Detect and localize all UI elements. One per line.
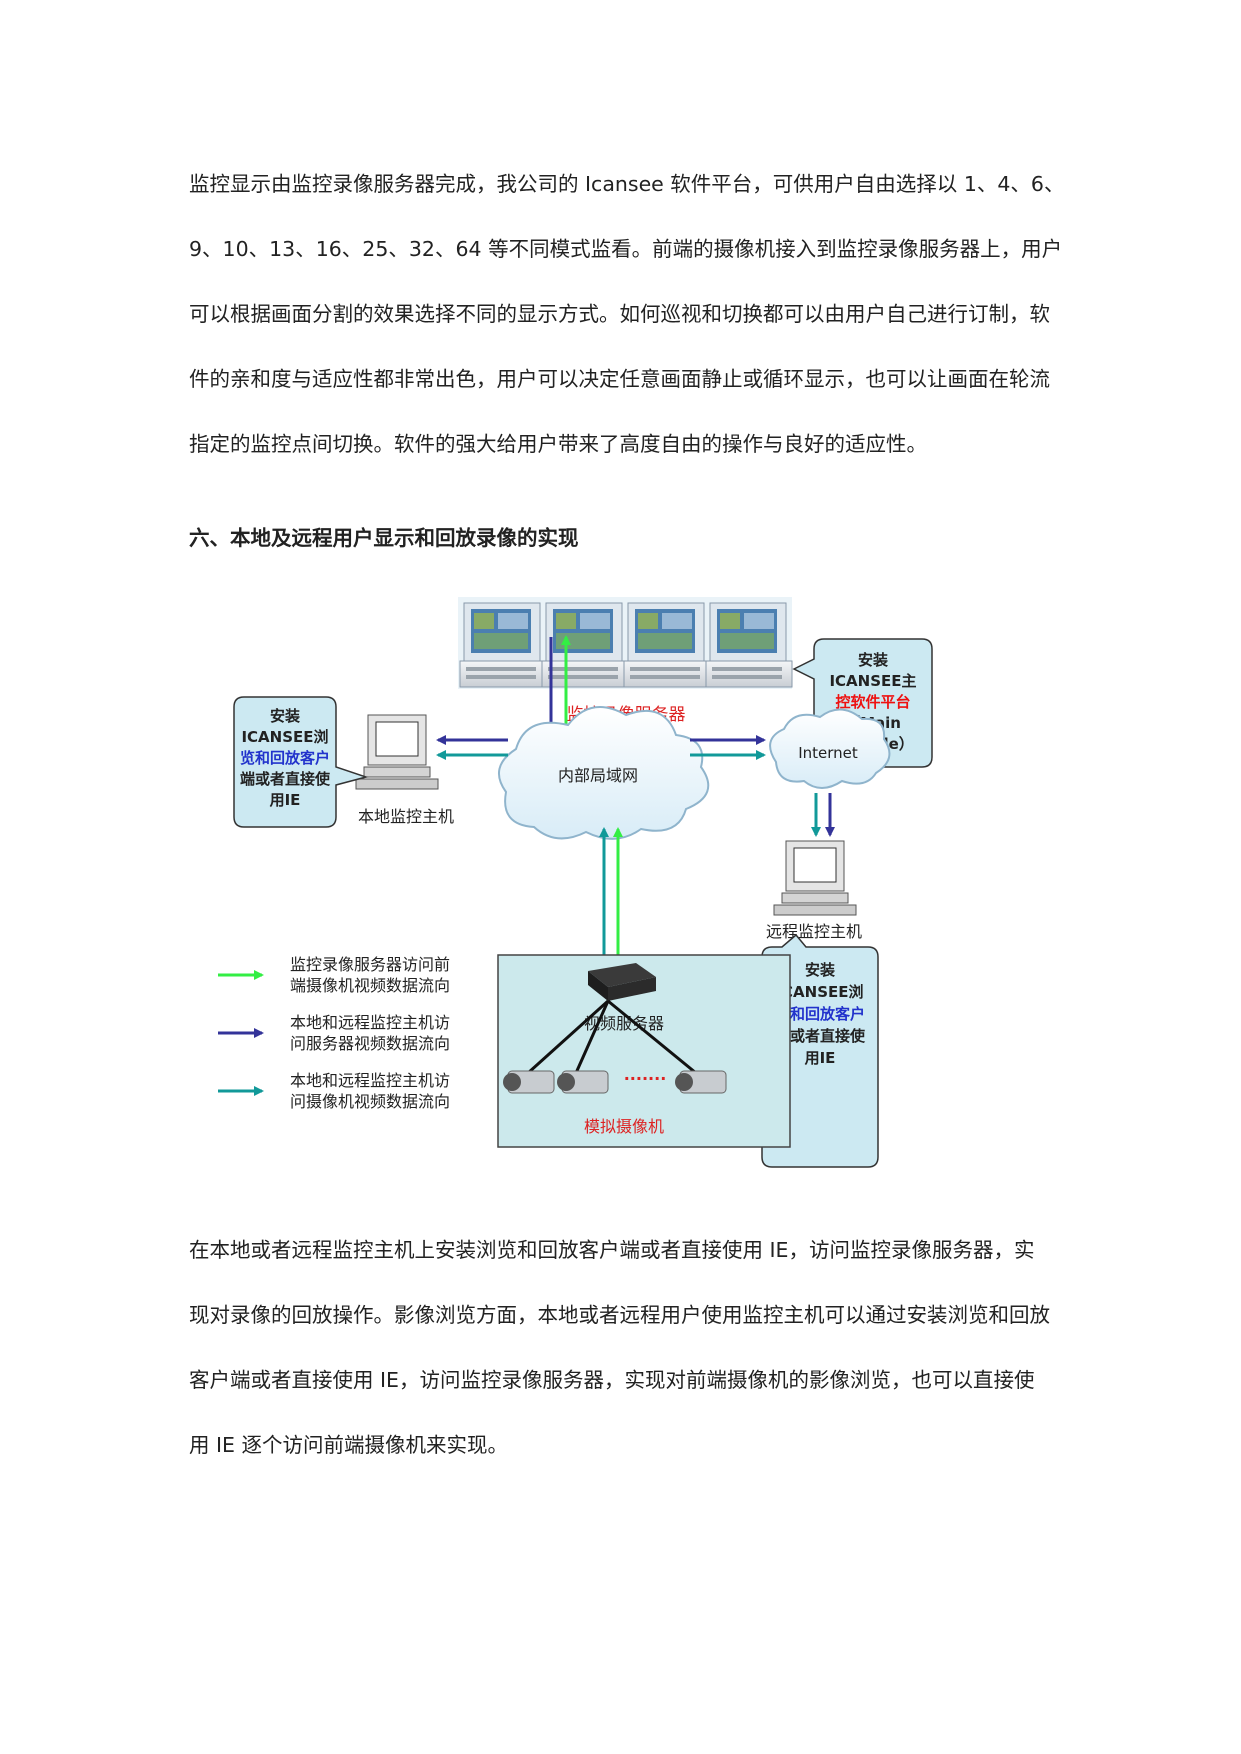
cable-line (574, 1000, 610, 1074)
video-server-label: 视频服务器 (584, 1014, 664, 1033)
local-client-bubble: 安装 ICANSEE浏 览和回放客户 端或者直接使 用IE (233, 696, 369, 828)
camera-icon (557, 1070, 609, 1094)
outro-paragraph: 在本地或者远程监控主机上安装浏览和回放客户端或者直接使用 IE，访问监控录像服务… (189, 1218, 1064, 1478)
intro-line: 监控显示由监控录像服务器完成，我公司的 Icansee 软件平台，可供用户自由选… (189, 172, 1065, 196)
bubble-line: 用IE (270, 791, 301, 809)
server-unit (705, 602, 793, 688)
outro-line: 用 IE 逐个访问前端摄像机来实现。 (189, 1433, 509, 1457)
lan-label: 内部局域网 (558, 766, 638, 785)
server-unit (623, 602, 711, 688)
internet-cloud: Internet (769, 708, 891, 789)
bubble-line: 安装 (805, 961, 836, 979)
local-host-computer (355, 714, 439, 790)
cable-line (607, 999, 697, 1075)
camera-label: 模拟摄像机 (584, 1117, 664, 1136)
camera-panel: 视频服务器 ······· 模拟摄像机 (497, 954, 791, 1148)
intro-line: 指定的监控点间切换。软件的强大给用户带来了高度自由的操作与良好的适应性。 (189, 432, 927, 456)
remote-client-bubble: 安装 ICANSEE浏 览和回放客户 端或者直接使 用IE (761, 933, 879, 1168)
legend-text: 本地和远程监控主机访 (290, 1013, 450, 1032)
outro-line: 在本地或者远程监控主机上安装浏览和回放客户端或者直接使用 IE，访问监控录像服务… (189, 1238, 1035, 1262)
legend-text: 问摄像机视频数据流向 (290, 1092, 450, 1111)
intro-line: 可以根据画面分割的效果选择不同的显示方式。如何巡视和切换都可以由用户自己进行订制… (189, 302, 1050, 326)
legend: 监控录像服务器访问前 端摄像机视频数据流向 本地和远程监控主机访 问服务器视频数… (218, 955, 450, 1111)
bubble-line: 安装 (858, 651, 889, 669)
bubble-line: 用IE (805, 1049, 836, 1067)
cable-line (526, 999, 610, 1075)
video-server-device (588, 963, 656, 1001)
intro-paragraph: 监控显示由监控录像服务器完成，我公司的 Icansee 软件平台，可供用户自由选… (189, 152, 1064, 477)
legend-text: 监控录像服务器访问前 (290, 955, 450, 974)
camera-icon (675, 1070, 727, 1094)
bubble-line: 端或者直接使 (775, 1027, 866, 1045)
server-unit (541, 602, 629, 688)
outro-line: 现对录像的回放操作。影像浏览方面，本地或者远程用户使用监控主机可以通过安装浏览和… (189, 1303, 1050, 1327)
lan-cloud: 内部局域网 (497, 706, 710, 840)
outro-line: 客户端或者直接使用 IE，访问监控录像服务器，实现对前端摄像机的影像浏览，也可以… (189, 1368, 1035, 1392)
server-cluster (458, 597, 793, 689)
intro-line: 9、10、13、16、25、32、64 等不同模式监看。前端的摄像机接入到监控录… (189, 237, 1063, 261)
legend-text: 本地和远程监控主机访 (290, 1071, 450, 1090)
legend-text: 问服务器视频数据流向 (290, 1034, 450, 1053)
section-heading: 六、本地及远程用户显示和回放录像的实现 (189, 526, 579, 550)
legend-text: 端摄像机视频数据流向 (290, 976, 450, 995)
bubble-line: 端或者直接使 (240, 770, 331, 788)
internet-label: Internet (798, 744, 858, 762)
network-diagram: 监控录像服务器 安装 ICANSEE主 控软件平台 （Main Console）… (216, 597, 958, 1172)
bubble-line: 控软件平台 (835, 693, 910, 711)
intro-line: 件的亲和度与适应性都非常出色，用户可以决定任意画面静止或循环显示，也可以让画面在… (189, 367, 1050, 391)
bubble-line: 安装 (270, 707, 301, 725)
server-unit (459, 602, 547, 688)
camera-icon (503, 1070, 555, 1094)
more-cameras-dots: ······· (624, 1069, 667, 1088)
local-host-label: 本地监控主机 (358, 807, 454, 826)
remote-host-computer (773, 840, 857, 916)
bubble-line: ICANSEE浏 (241, 728, 328, 746)
bubble-line: ICANSEE主 (829, 672, 916, 690)
bubble-line: 览和回放客户 (775, 1005, 865, 1023)
remote-host-label: 远程监控主机 (766, 922, 862, 941)
bubble-line: 览和回放客户 (240, 749, 330, 767)
bubble-line: ICANSEE浏 (776, 983, 863, 1001)
